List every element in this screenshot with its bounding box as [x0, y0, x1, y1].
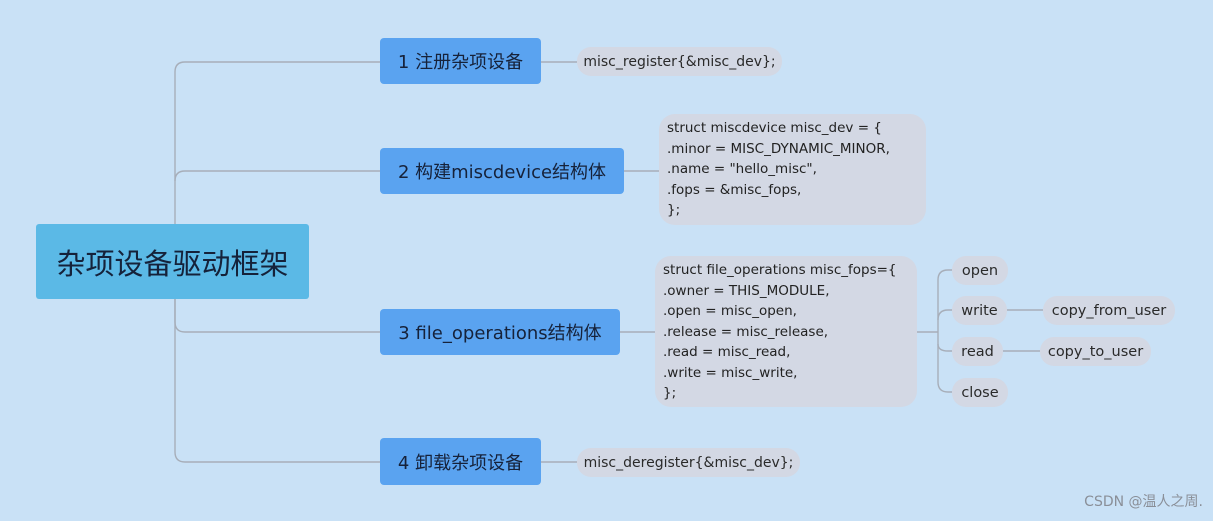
- branch-file-operations-node[interactable]: 3 file_operations结构体: [380, 309, 620, 355]
- code-line: };: [667, 202, 681, 218]
- connector-fops-write: [937, 309, 952, 321]
- register-call-node[interactable]: misc_register{&misc_dev};: [577, 47, 782, 76]
- branch-miscdevice-node[interactable]: 2 构建miscdevice结构体: [380, 148, 624, 194]
- code-line: .open = misc_open,: [663, 303, 797, 319]
- connector-fops-open: [937, 269, 952, 332]
- code-line: .release = misc_release,: [663, 323, 829, 340]
- code-line: .minor = MISC_DYNAMIC_MINOR,: [667, 140, 890, 157]
- miscdevice-code-node[interactable]: struct miscdevice misc_dev = { .minor = …: [659, 114, 926, 225]
- connector-root-trunk: [174, 61, 380, 224]
- code-line: .name = "hello_misc",: [667, 161, 817, 177]
- code-line: .read = misc_read,: [663, 344, 791, 360]
- fops-item-read[interactable]: read: [952, 337, 1003, 366]
- branch-register-node[interactable]: 1 注册杂项设备: [380, 38, 541, 84]
- code-line: struct miscdevice misc_dev = {: [667, 120, 882, 136]
- connector-fops-read: [937, 343, 952, 352]
- connector-fops-close: [937, 332, 952, 393]
- code-line: };: [663, 385, 677, 401]
- watermark-text: CSDN @温人之周.: [1084, 494, 1203, 510]
- fops-item-close[interactable]: close: [952, 378, 1008, 407]
- deregister-call-node[interactable]: misc_deregister{&misc_dev};: [577, 448, 800, 477]
- code-line: .fops = &misc_fops,: [667, 181, 802, 198]
- fops-item-write[interactable]: write: [952, 296, 1007, 325]
- code-line: struct file_operations misc_fops={: [663, 262, 897, 278]
- fops-code-node[interactable]: struct file_operations misc_fops={ .owne…: [655, 256, 917, 407]
- branch-deregister-node[interactable]: 4 卸载杂项设备: [380, 438, 541, 485]
- code-line: .owner = THIS_MODULE,: [663, 282, 830, 299]
- connector-root-branch2: [174, 170, 380, 182]
- copy-to-user-node[interactable]: copy_to_user: [1040, 337, 1151, 366]
- connector-root-branch4: [174, 299, 380, 463]
- connector-root-branch3: [174, 299, 380, 333]
- root-node[interactable]: 杂项设备驱动框架: [36, 224, 309, 299]
- copy-from-user-node[interactable]: copy_from_user: [1043, 296, 1175, 325]
- code-line: .write = misc_write,: [663, 364, 798, 381]
- fops-item-open[interactable]: open: [952, 256, 1008, 285]
